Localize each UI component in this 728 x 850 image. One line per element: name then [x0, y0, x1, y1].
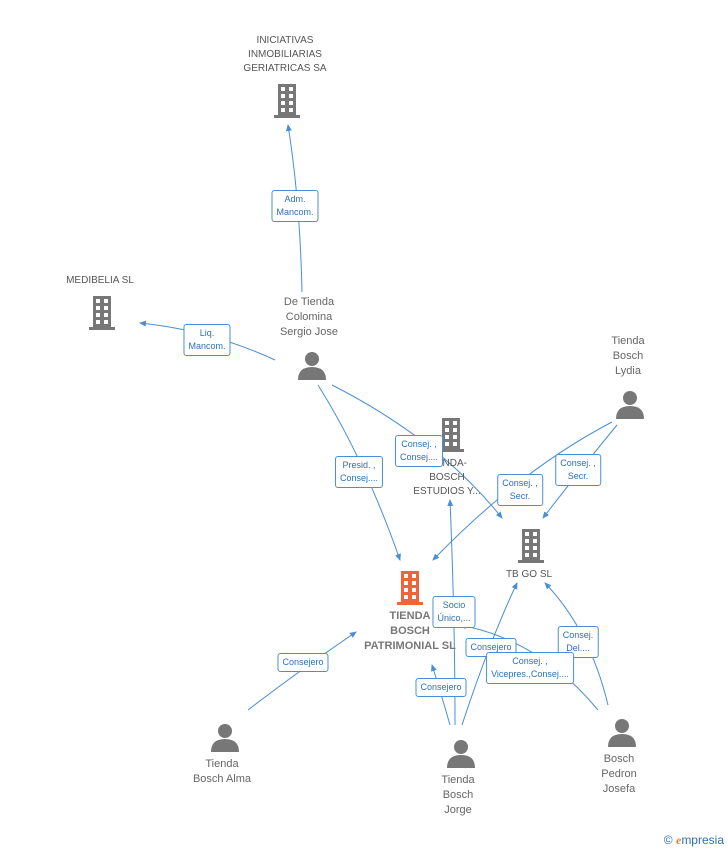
label-line: ESTUDIOS Y...	[413, 486, 481, 497]
edge-label-presid-consej[interactable]: Presid. , Consej....	[334, 456, 384, 488]
label-line: De Tienda	[283, 296, 335, 308]
label-line: Tienda	[441, 774, 475, 786]
edge-label-consejero-jorge[interactable]: Consejero	[415, 678, 467, 697]
lydia-person-icon	[616, 391, 644, 419]
edge-line: Secr.	[567, 471, 589, 481]
edge-line: Consejero	[470, 642, 512, 652]
jorge-person-icon	[447, 740, 475, 768]
label-line: Bosch	[612, 350, 644, 362]
edge-line: Vicepres.,Consej....	[491, 669, 569, 679]
label-line: Bosch	[603, 753, 635, 765]
edge-line: Consej. ,	[560, 458, 596, 468]
edge-line: Secr.	[509, 491, 531, 501]
node-label-tbgo[interactable]: TB GO SL	[506, 568, 552, 582]
label-line: TIENDA	[389, 610, 431, 622]
edge-label-adm-mancom[interactable]: Adm. Mancom.	[271, 190, 319, 222]
edge-label-consej-secr-1[interactable]: Consej. , Secr.	[497, 474, 543, 506]
edge-line: Adm.	[284, 194, 306, 204]
node-label-jorge[interactable]: Tienda Bosch Jorge	[441, 773, 474, 818]
edge-line: Presid. ,	[342, 460, 376, 470]
edge-line: Consej.	[562, 630, 594, 640]
label-line: TIENDA-	[427, 458, 467, 469]
label-line: Colomina	[285, 311, 333, 323]
tbgo-building-icon	[518, 529, 544, 563]
label-line: Tienda	[205, 758, 239, 770]
label-line: GERIATRICAS SA	[243, 63, 327, 74]
edge-line: Socio	[442, 600, 466, 610]
edge-label-consej-secr-2[interactable]: Consej. , Secr.	[555, 454, 601, 486]
label-line: Bosch	[442, 789, 474, 801]
label-line: INICIATIVAS	[256, 35, 314, 46]
label-line: Pedron	[601, 768, 637, 780]
estudios-building-icon	[438, 418, 464, 452]
de-tienda-person-icon	[298, 352, 326, 380]
label-line: INMOBILIARIAS	[248, 49, 322, 60]
edge-line: Del....	[566, 643, 590, 653]
empresia-brand[interactable]: © empresia	[664, 833, 724, 848]
node-label-medibelia[interactable]: MEDIBELIA SL	[66, 274, 134, 288]
edge-line: Mancom.	[188, 341, 226, 351]
label-line: BOSCH	[429, 472, 465, 483]
edge-line: Consej. ,	[502, 478, 538, 488]
edge-line: Consejero	[420, 682, 462, 692]
label-line: PATRIMONIAL SL	[364, 640, 456, 652]
edge-label-consej-vicepres[interactable]: Consej. , Vicepres.,Consej....	[486, 652, 574, 684]
node-label-lydia[interactable]: Tienda Bosch Lydia	[611, 334, 644, 379]
node-label-de-tienda[interactable]: De Tienda Colomina Sergio Jose	[280, 295, 338, 340]
edge-line: Consejero	[282, 657, 324, 667]
label-line: TB GO SL	[505, 569, 553, 580]
label-line: Tienda	[611, 335, 645, 347]
label-line: Jorge	[444, 804, 472, 816]
node-label-iniciativas[interactable]: INICIATIVAS INMOBILIARIAS GERIATRICAS SA	[243, 34, 326, 76]
label-line: BOSCH	[390, 625, 430, 637]
edge-line: Consej....	[339, 473, 379, 483]
edge-line: Único,...	[437, 613, 471, 623]
brand-mark: e	[675, 833, 682, 847]
node-label-josefa[interactable]: Bosch Pedron Josefa	[601, 752, 636, 797]
edge-line: Consej....	[399, 452, 439, 462]
edge-label-liq-mancom[interactable]: Liq. Mancom.	[183, 324, 231, 356]
edge-line: Liq.	[199, 328, 215, 338]
edge-label-socio-unico[interactable]: Socio Único,...	[432, 596, 476, 628]
patrimonial-building-icon	[397, 571, 423, 605]
alma-person-icon	[211, 724, 239, 752]
label-line: Sergio Jose	[279, 326, 339, 338]
node-label-patrimonial[interactable]: TIENDA BOSCH PATRIMONIAL SL	[364, 609, 456, 654]
node-label-alma[interactable]: Tienda Bosch Alma	[193, 757, 251, 787]
edge-label-consejero-alma[interactable]: Consejero	[277, 653, 329, 672]
copyright-icon: ©	[663, 833, 673, 847]
josefa-person-icon	[608, 719, 636, 747]
edge-line: Consej. ,	[401, 439, 437, 449]
node-label-estudios[interactable]: TIENDA- BOSCH ESTUDIOS Y...	[413, 457, 480, 499]
edge-label-consej-consej[interactable]: Consej. , Consej....	[394, 435, 444, 467]
iniciativas-building-icon	[274, 84, 300, 118]
edge-line: Consej. ,	[512, 656, 548, 666]
label-line: Lydia	[615, 365, 641, 377]
label-line: MEDIBELIA SL	[66, 275, 134, 286]
label-line: Bosch Alma	[192, 773, 252, 785]
brand-name: mpresia	[681, 833, 724, 847]
edge-line: Mancom.	[276, 207, 314, 217]
medibelia-building-icon	[89, 296, 115, 330]
label-line: Josefa	[602, 783, 636, 795]
